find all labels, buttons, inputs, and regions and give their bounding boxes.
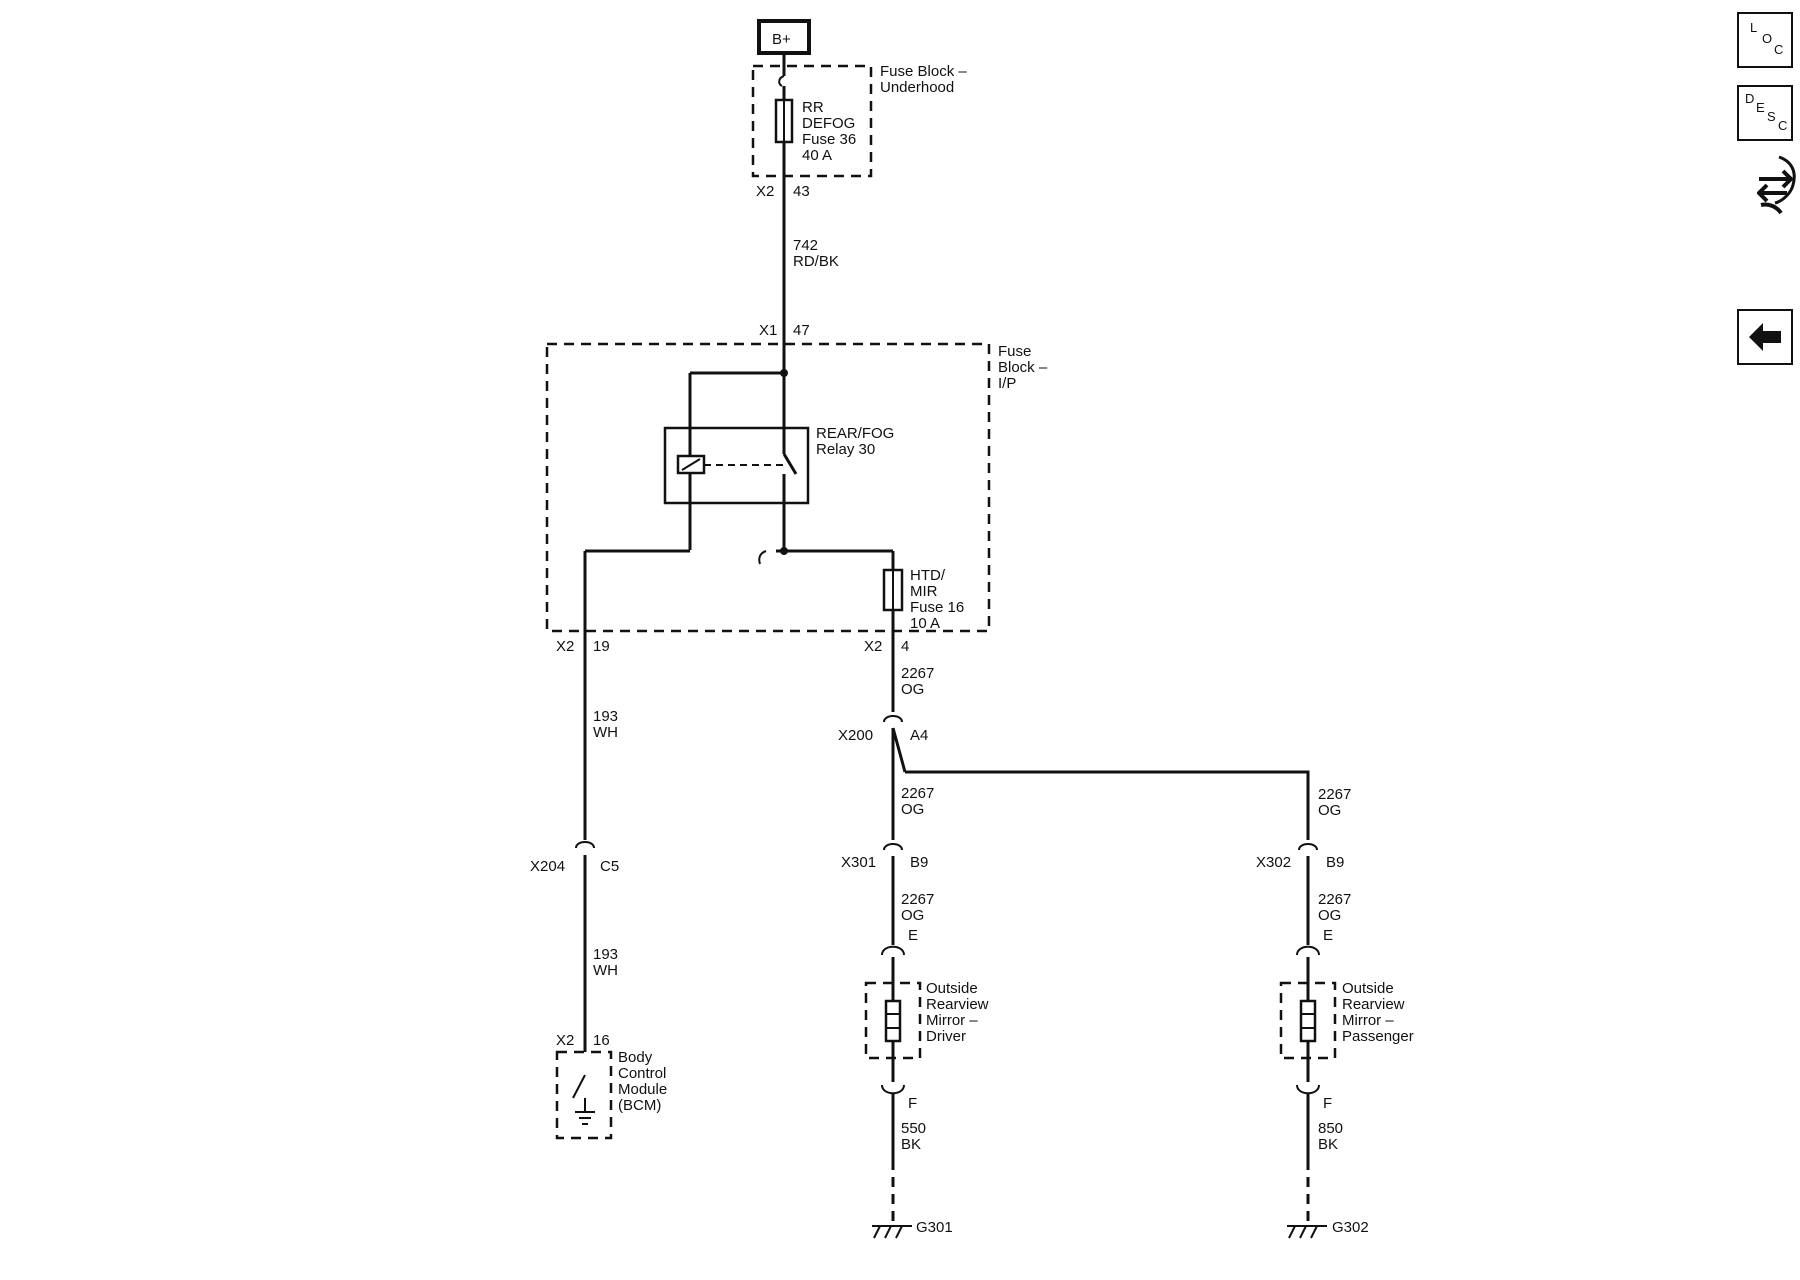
connector-x2-label: X2	[756, 183, 774, 200]
wire-742-circuit: 742	[793, 237, 818, 254]
ground-g302-symbol	[1287, 1225, 1327, 1239]
connector-pin-43: 43	[793, 183, 810, 200]
wire-850-color: BK	[1318, 1136, 1338, 1153]
ground-g302-label: G302	[1332, 1219, 1369, 1236]
connector-x200-pin: A4	[910, 727, 928, 744]
wire-2267-circuit-4: 2267	[1318, 786, 1351, 803]
passenger-mirror-heater-element	[1299, 999, 1317, 1043]
driver-mirror-label-3: Mirror –	[926, 1012, 978, 1029]
relay-30-label: REAR/FOG	[816, 425, 894, 442]
driver-mirror-label: Outside	[926, 980, 978, 997]
wire-2267-color-2: OG	[901, 801, 924, 818]
mirror-feed-circuit: 2267 OG X200 A4 2267 OG X301 B9 2267 OG …	[838, 640, 1414, 1239]
wire-2267-circuit-5: 2267	[1318, 891, 1351, 908]
connector-end-view-icon[interactable]	[1757, 153, 1797, 221]
passenger-mirror-pin-f: F	[1323, 1095, 1332, 1112]
passenger-mirror-pin-e: E	[1323, 927, 1333, 944]
connector-x2-left: X2	[556, 638, 574, 655]
wire-2267-color-3: OG	[901, 907, 924, 924]
wire-550-circuit: 550	[901, 1120, 926, 1137]
bcm-circuit: 193 WH X204 C5 193 WH X2 16 Body Control…	[530, 631, 667, 1140]
loc-letter-l: L	[1750, 20, 1758, 35]
fuse-36-rating: 40 A	[802, 147, 832, 164]
wire-2267-circuit-2: 2267	[901, 785, 934, 802]
wire-2267-color-5: OG	[1318, 907, 1341, 924]
connector-pin-4: 4	[901, 638, 909, 655]
connector-x301-pin: B9	[910, 854, 928, 871]
desc-letter-c: C	[1778, 118, 1788, 133]
driver-mirror-label-2: Rearview	[926, 996, 989, 1013]
connector-x302-pin: B9	[1326, 854, 1344, 871]
passenger-mirror-label-2: Rearview	[1342, 996, 1405, 1013]
wire-193-circuit: 193	[593, 708, 618, 725]
fuse-block-underhood-label-2: Underhood	[880, 79, 954, 96]
wire-193-color-2: WH	[593, 962, 618, 979]
connector-x1-label: X1	[759, 322, 777, 339]
fuse-16-label-3: Fuse 16	[910, 599, 964, 616]
passenger-mirror-label-3: Mirror –	[1342, 1012, 1394, 1029]
wire-550-color: BK	[901, 1136, 921, 1153]
desc-letter-e: E	[1756, 100, 1765, 115]
back-button[interactable]	[1737, 309, 1793, 365]
description-button[interactable]: D E S C	[1737, 85, 1793, 141]
relay-30-symbol	[663, 426, 810, 505]
bcm-pin-16: 16	[593, 1032, 610, 1049]
passenger-mirror-label-4: Passenger	[1342, 1028, 1414, 1045]
driver-mirror-pin-e: E	[908, 927, 918, 944]
wire-2267-circuit: 2267	[901, 665, 934, 682]
connector-x302: X302	[1256, 854, 1291, 871]
wire-193-circuit-2: 193	[593, 946, 618, 963]
fuse-16-label-2: MIR	[910, 583, 938, 600]
passenger-mirror-label: Outside	[1342, 980, 1394, 997]
battery-supply: B+	[757, 19, 811, 55]
wire-2267-circuit-3: 2267	[901, 891, 934, 908]
fuse-block-underhood-label: Fuse Block –	[880, 63, 967, 80]
fuse-16-label: HTD/	[910, 567, 946, 584]
bcm-label-2: Control	[618, 1065, 666, 1082]
driver-mirror-label-4: Driver	[926, 1028, 966, 1045]
driver-mirror-pin-f: F	[908, 1095, 917, 1112]
back-arrow-icon	[1749, 323, 1781, 351]
bcm-module-box	[555, 1050, 613, 1140]
relay-30-label-2: Relay 30	[816, 441, 875, 458]
bcm-label-4: (BCM)	[618, 1097, 661, 1114]
fuse-block-ip: X1 47 Fuse Block – I/P REAR/FOG Relay 30	[545, 322, 1048, 655]
connector-pin-19: 19	[593, 638, 610, 655]
connector-x2-right: X2	[864, 638, 882, 655]
bcm-connector: X2	[556, 1032, 574, 1049]
connector-x200: X200	[838, 727, 873, 744]
wire-193-color: WH	[593, 724, 618, 741]
fuse-block-underhood: Fuse Block – Underhood RR DEFOG Fuse 36 …	[751, 53, 967, 200]
fuse-16-rating: 10 A	[910, 615, 940, 632]
bcm-label: Body	[618, 1049, 653, 1066]
desc-letter-s: S	[1767, 109, 1776, 124]
wire-2267-color: OG	[901, 681, 924, 698]
ground-g301-label: G301	[916, 1219, 953, 1236]
loc-letter-o: O	[1762, 31, 1773, 46]
location-button[interactable]: L O C	[1737, 12, 1793, 68]
fuse-block-ip-label-2: Block –	[998, 359, 1048, 376]
fuse-36-label: RR	[802, 99, 824, 116]
fuse-36-label-2: DEFOG	[802, 115, 855, 132]
fuse-36-label-3: Fuse 36	[802, 131, 856, 148]
connector-x204: X204	[530, 858, 565, 875]
driver-mirror-heater-element	[884, 999, 902, 1043]
wire-850-circuit: 850	[1318, 1120, 1343, 1137]
bcm-label-3: Module	[618, 1081, 667, 1098]
connector-x301: X301	[841, 854, 876, 871]
desc-letter-d: D	[1745, 91, 1755, 106]
connector-pin-47: 47	[793, 322, 810, 339]
fuse-block-ip-label-3: I/P	[998, 375, 1016, 392]
loc-letter-c: C	[1774, 42, 1784, 57]
fuse-block-ip-label: Fuse	[998, 343, 1031, 360]
supply-label: B+	[772, 31, 791, 48]
ground-g301-symbol	[872, 1225, 912, 1239]
wire-742-color: RD/BK	[793, 253, 839, 270]
connector-x204-pin: C5	[600, 858, 619, 875]
wire-2267-color-4: OG	[1318, 802, 1341, 819]
